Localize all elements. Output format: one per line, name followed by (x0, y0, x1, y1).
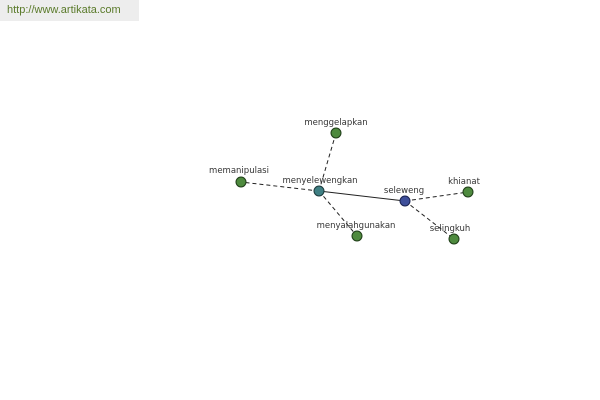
edge-menyelewengkan-menggelapkan (318, 132, 337, 192)
edge-seleweng-khianat (404, 191, 469, 202)
node-selingkuh[interactable] (448, 233, 460, 245)
node-label-menggelapkan[interactable]: menggelapkan (304, 118, 367, 128)
node-seleweng[interactable] (399, 195, 411, 207)
node-label-khianat[interactable]: khianat (448, 177, 480, 187)
edges-layer (240, 132, 469, 240)
node-menyalahgunakan[interactable] (351, 230, 363, 242)
node-menyelewengkan[interactable] (313, 185, 325, 197)
node-label-seleweng[interactable]: seleweng (384, 186, 424, 196)
nodes-layer (235, 127, 474, 245)
labels-layer: menggelapkan memanipulasi menyelewengkan me… (209, 118, 481, 234)
edge-seleweng-selingkuh (404, 200, 455, 240)
watermark-url[interactable]: http://www.artikata.com (0, 0, 139, 21)
edge-menyelewengkan-memanipulasi (240, 181, 320, 192)
edge-menyelewengkan-menyalahgunakan (318, 190, 358, 237)
node-label-menyalahgunakan[interactable]: menyalahgunakan (317, 221, 396, 231)
node-menggelapkan[interactable] (330, 127, 342, 139)
node-label-selingkuh[interactable]: selingkuh (430, 224, 471, 234)
node-label-memanipulasi[interactable]: memanipulasi (209, 166, 269, 176)
node-khianat[interactable] (462, 186, 474, 198)
node-memanipulasi[interactable] (235, 176, 247, 188)
edge-menyelewengkan-seleweng (318, 190, 406, 202)
node-label-menyelewengkan[interactable]: menyelewengkan (282, 176, 357, 186)
